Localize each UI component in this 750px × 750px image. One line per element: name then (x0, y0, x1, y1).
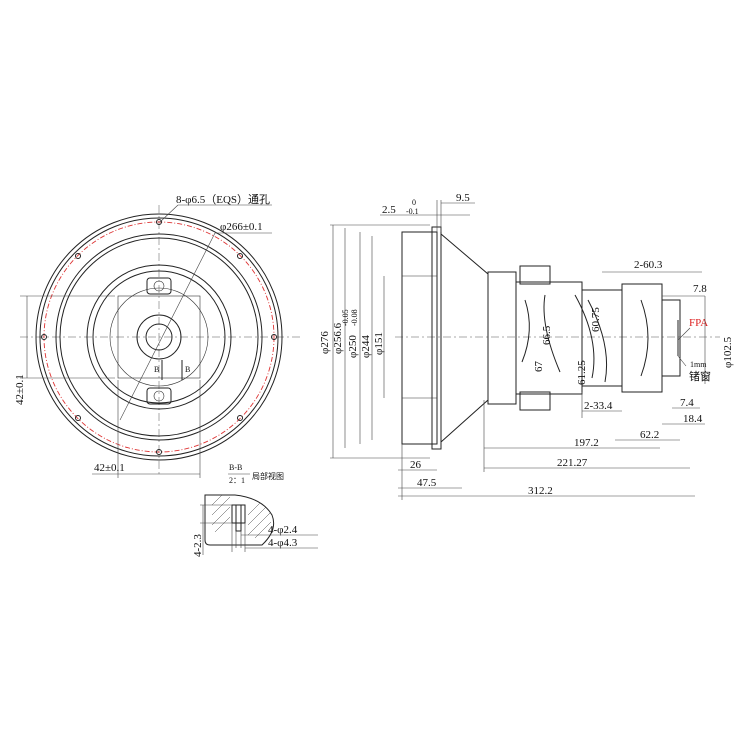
front-flange (401, 231, 438, 445)
dia-151-label: φ151 (373, 332, 385, 355)
bolt-hole (237, 415, 243, 421)
holes-label: 8-φ6.5（EQS）通孔 (176, 193, 270, 206)
top-dim-b: 9.5 (456, 192, 470, 204)
detector-back (661, 299, 681, 377)
bottom-gearbox (519, 391, 551, 411)
mount-circle (109, 287, 209, 387)
bolt-hole (271, 334, 277, 340)
window-label-1: 1mm (690, 360, 707, 369)
bolt-holes (41, 219, 277, 455)
section-mark-right: B (185, 365, 190, 374)
vertical-dim-label: 42±0.1 (14, 374, 26, 405)
dia-276-label: φ276 (319, 331, 331, 354)
dia-250-tol-lower: -0.08 (350, 309, 359, 326)
dim-47-5: 47.5 (417, 477, 437, 489)
detail-outer-dia: 4-φ4.3 (268, 537, 298, 549)
detector-window-curve (640, 299, 649, 377)
top-clamp (146, 277, 172, 295)
flange-lip (431, 226, 442, 450)
window-label-2: 锗窗 (689, 369, 711, 383)
top-gearbox (519, 265, 551, 285)
top-clamp-screw (153, 280, 165, 292)
front-lens-circle (86, 264, 232, 410)
dia-244-label: φ244 (360, 335, 372, 358)
mount-square-pattern (117, 295, 201, 379)
dim-2-33-4: 2-33.4 (584, 400, 613, 412)
dim-26: 26 (410, 459, 422, 471)
front-view: B B 8-φ6.5（EQS）通孔 φ266±0.1 42±0.1 42±0.1 (14, 193, 300, 478)
detail-caption: 局部视图 (252, 471, 284, 481)
rear-lens-inner-circle (145, 323, 173, 351)
top-dim-a: 2.5 (382, 204, 396, 216)
bolt-hole (41, 334, 47, 340)
dia-102-5-label: φ102.5 (722, 336, 734, 368)
dia-250-tol-upper: -0.05 (341, 309, 350, 326)
dim-2-60-3: 2-60.3 (634, 259, 663, 271)
horizontal-dim-label: 42±0.1 (94, 462, 125, 474)
barrel-rear (581, 289, 623, 387)
bolt-hole (156, 219, 162, 225)
detail-hatching (211, 494, 272, 539)
detector-housing (621, 283, 663, 393)
barrel-circle-1 (55, 233, 263, 441)
section-mark-left: B (154, 365, 159, 374)
bolt-hole (75, 415, 81, 421)
dim-66-5: 66.5 (541, 325, 553, 345)
detail-hole-through (235, 504, 242, 532)
detail-section-outline (204, 494, 275, 546)
dim-61-25: 61.25 (576, 360, 588, 385)
dim-7-4: 7.4 (680, 397, 694, 409)
outer-flange-inner-circle (39, 217, 279, 457)
cam-curve-1 (521, 299, 530, 363)
holes-leader (159, 204, 179, 223)
detail-view: B-B 2：1 局部视图 4-2.3 4-φ2.4 4-φ4.3 (192, 463, 318, 557)
dim-62-2: 62.2 (640, 429, 659, 441)
bottom-clamp-screw (153, 390, 165, 402)
rear-lens-circle (136, 314, 182, 360)
dim-67: 67 (533, 361, 545, 373)
dim-312-2: 312.2 (528, 485, 553, 497)
detail-inner-dia: 4-φ2.4 (268, 524, 298, 536)
barrel-front (487, 271, 517, 405)
barrel-circle-2 (59, 237, 259, 437)
tol-upper: 0 (412, 198, 416, 207)
cam-curve-4 (587, 299, 608, 383)
fpa-label: FPA (689, 317, 708, 329)
bolt-hole (75, 253, 81, 259)
pcd-label: φ266±0.1 (220, 221, 263, 233)
detail-title: B-B (229, 463, 242, 472)
side-view: φ276 φ256.6 φ250 -0.05 -0.08 φ244 φ151 2… (319, 192, 734, 500)
cam-curve-3 (574, 294, 595, 379)
bottom-clamp (146, 387, 172, 405)
bolt-hole (237, 253, 243, 259)
bolt-hole (156, 449, 162, 455)
dim-18-4: 18.4 (683, 413, 703, 425)
front-lens-inner-circle (92, 270, 226, 404)
bolt-circle-pcd (43, 221, 275, 453)
dim-7-8: 7.8 (693, 283, 707, 295)
conical-housing (440, 233, 489, 443)
detail-depth-label: 4-2.3 (192, 534, 204, 557)
window-leader (677, 355, 687, 367)
tol-lower: -0.1 (406, 207, 419, 216)
outer-flange-circle (35, 213, 283, 461)
cam-curve-2 (543, 294, 561, 373)
dim-197-2: 197.2 (574, 437, 599, 449)
dia-256-label: φ256.6 (332, 322, 344, 354)
detail-scale: 2：1 (229, 476, 245, 485)
dia-250-label: φ250 (347, 335, 359, 358)
fpa-leader (677, 327, 691, 341)
dim-60-75: 60.75 (590, 307, 602, 332)
detail-hole-counterbore (231, 504, 246, 524)
pcd-leader (119, 232, 216, 421)
dim-221-27: 221.27 (557, 457, 588, 469)
